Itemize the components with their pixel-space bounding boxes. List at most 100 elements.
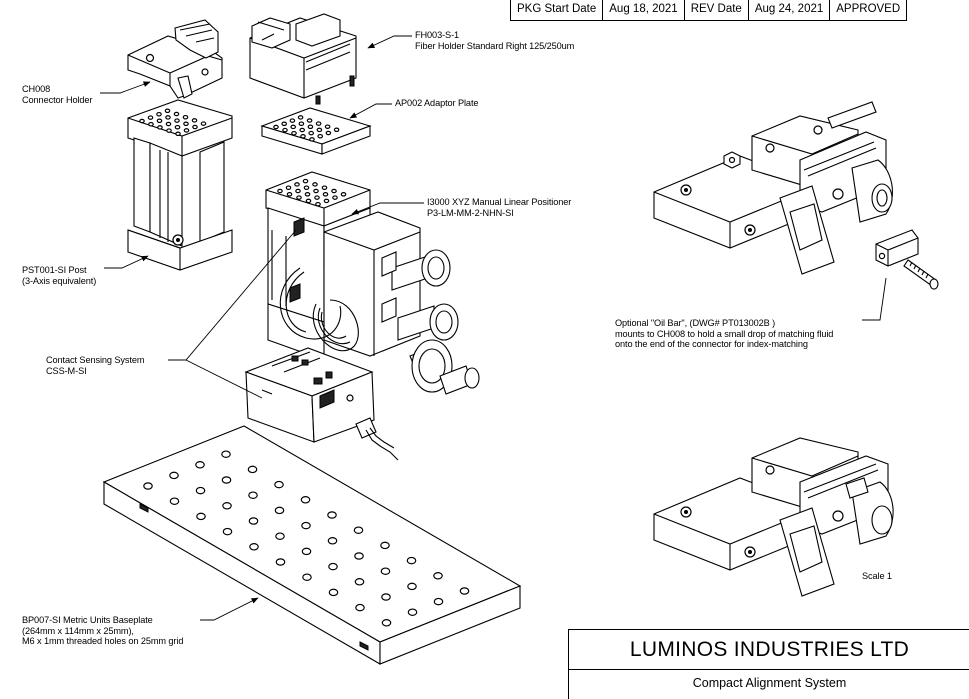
baseplate-hole xyxy=(381,568,389,574)
leader-oil-bar xyxy=(862,278,886,320)
post-hole xyxy=(158,126,162,129)
ch008-connector-holder xyxy=(128,20,222,98)
post-hole xyxy=(183,116,187,119)
baseplate-hole xyxy=(275,507,283,513)
leader-ch008 xyxy=(100,81,151,93)
baseplate-hole xyxy=(434,573,442,579)
rev-date-label: REV Date xyxy=(685,0,749,20)
baseplate-hole xyxy=(250,544,258,550)
label-scale-line-1: Scale 1 xyxy=(862,571,892,581)
positioner-hole xyxy=(322,186,326,189)
positioner-hole xyxy=(303,179,307,182)
baseplate-hole xyxy=(196,462,204,468)
baseplate-hole xyxy=(355,553,363,559)
adaptor-plate-hole xyxy=(326,131,330,134)
leader-lines xyxy=(100,36,886,620)
positioner-hole xyxy=(316,203,320,206)
adaptor-plate-hole xyxy=(317,128,321,131)
baseplate-hole xyxy=(408,583,416,589)
ch008-enlarged-view xyxy=(654,102,892,274)
adaptor-plate-hole xyxy=(318,135,322,138)
positioner-hole xyxy=(304,186,308,189)
post-hole xyxy=(174,112,178,115)
positioner-hole xyxy=(313,183,317,186)
post-hole xyxy=(176,132,180,135)
baseplate-hole xyxy=(303,574,311,580)
baseplate-hole xyxy=(197,513,205,519)
rev-date-value: Aug 24, 2021 xyxy=(749,0,831,20)
adaptor-plate-hole xyxy=(299,122,303,125)
positioner-hole xyxy=(306,199,310,202)
label-ch008: CH008 Connector Holder xyxy=(22,84,93,105)
leader-fh003 xyxy=(367,36,412,48)
label-css-line-1: Contact Sensing System xyxy=(46,355,145,365)
baseplate-hole xyxy=(222,451,230,457)
positioner-hole xyxy=(278,189,282,192)
company-name: LUMINOS INDUSTRIES LTD xyxy=(569,630,969,670)
post-hole xyxy=(140,119,144,122)
positioner-hole xyxy=(314,189,318,192)
adaptor-plate-hole xyxy=(298,116,302,119)
positioner-hole xyxy=(332,189,336,192)
baseplate-hole xyxy=(407,557,415,563)
post-hole xyxy=(157,113,161,116)
post-hole xyxy=(192,119,196,122)
revision-header: PKG Start Date Aug 18, 2021 REV Date Aug… xyxy=(510,0,908,21)
adaptor-plate-hole xyxy=(307,119,311,122)
positioner-hole xyxy=(297,196,301,199)
baseplate-hole xyxy=(302,522,310,528)
css-contact-sensing-box xyxy=(246,348,398,460)
label-oil-bar-line-1: Optional "Oil Bar", (DWG# PT013002B ) xyxy=(615,318,776,328)
positioner-hole xyxy=(305,193,309,196)
positioner-hole xyxy=(286,186,290,189)
baseplate-hole xyxy=(301,497,309,503)
label-ap002: AP002 Adaptor Plate xyxy=(395,98,479,109)
adaptor-plate-hole xyxy=(283,128,287,131)
post-hole xyxy=(184,129,188,132)
baseplate-hole xyxy=(248,466,256,472)
baseplate-hole xyxy=(223,528,231,534)
label-fh003-line-2: Fiber Holder Standard Right 125/250um xyxy=(415,40,575,51)
post-hole xyxy=(175,126,179,129)
label-bp007-line-1: BP007-SI Metric Units Baseplate xyxy=(22,615,153,625)
adaptor-plate-hole xyxy=(300,128,304,131)
label-bp007: BP007-SI Metric Units Baseplate (264mm x… xyxy=(22,615,183,647)
post-hole xyxy=(201,122,205,125)
fh003-fiber-holder xyxy=(250,14,356,104)
baseplate-hole xyxy=(355,579,363,585)
adaptor-plate-hole xyxy=(274,125,278,128)
label-css: Contact Sensing System CSS-M-SI xyxy=(46,355,145,376)
baseplate-hole xyxy=(249,518,257,524)
baseplate-hole xyxy=(275,481,283,487)
drawing-title: Compact Alignment System xyxy=(692,676,847,690)
label-pst001-line-2: (3-Axis equivalent) xyxy=(22,275,97,286)
post-hole xyxy=(165,109,169,112)
positioner-hole xyxy=(324,199,328,202)
adaptor-plate-hole xyxy=(309,131,313,134)
baseplate-hole xyxy=(223,503,231,509)
label-fh003: FH003-S-1 Fiber Holder Standard Right 12… xyxy=(415,30,574,51)
baseplate-hole xyxy=(460,588,468,594)
label-css-line-2: CSS-M-SI xyxy=(46,365,87,376)
post-hole xyxy=(148,116,152,119)
baseplate-hole xyxy=(276,533,284,539)
post-hole xyxy=(166,122,170,125)
positioner-hole xyxy=(287,193,291,196)
i3000-xyz-positioner xyxy=(266,172,479,394)
leader-ap002 xyxy=(349,104,392,118)
baseplate-hole xyxy=(328,512,336,518)
post-hole xyxy=(167,129,171,132)
adaptor-plate-hole xyxy=(316,122,320,125)
baseplate-hole xyxy=(354,527,362,533)
leader-i3000 xyxy=(351,203,424,214)
post-hole xyxy=(157,119,161,122)
label-pst001: PST001-SI Post (3-Axis equivalent) xyxy=(22,265,96,286)
pkg-start-label: PKG Start Date xyxy=(511,0,604,20)
adaptor-plate-hole xyxy=(301,135,305,138)
positioner-hole xyxy=(296,189,300,192)
label-ch008-line-1: CH008 xyxy=(22,84,51,94)
leader-bp007 xyxy=(200,598,259,620)
adaptor-plate-holes xyxy=(274,116,339,141)
adaptor-plate-hole xyxy=(308,125,312,128)
